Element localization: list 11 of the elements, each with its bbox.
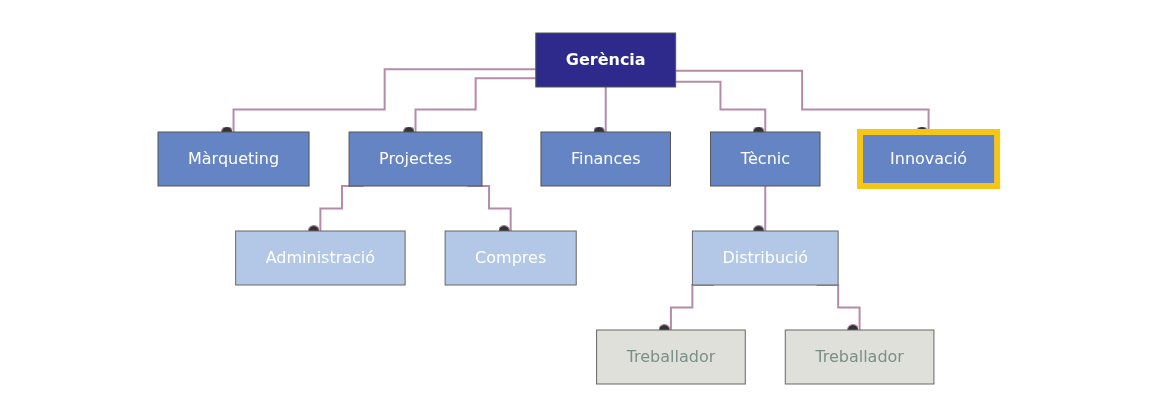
node-box: Projectes (349, 131, 483, 187)
node-box: Innovació (857, 129, 1001, 189)
node-box: Finances (540, 131, 672, 187)
node-box: Màrqueting (157, 131, 310, 187)
node-box: Administració (235, 230, 407, 286)
node-box: Treballador (785, 329, 935, 385)
node-box: Distribució (692, 230, 840, 286)
node-box: Gerència (535, 32, 677, 88)
node-box: Compres (445, 230, 578, 286)
node-box: Tècnic (710, 131, 821, 187)
node-box: Treballador (596, 329, 747, 385)
